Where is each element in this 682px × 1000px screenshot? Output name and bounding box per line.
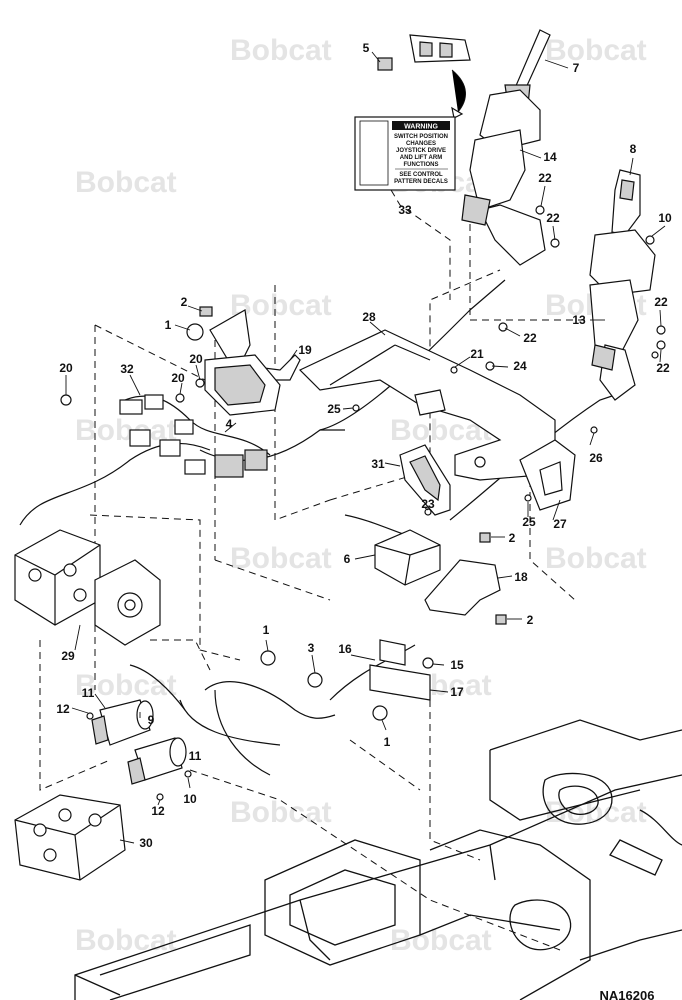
dashed-assembly-lines	[39, 179, 590, 951]
machine-frame	[74, 719, 682, 1000]
callout-11: 11	[82, 686, 95, 700]
warning-line: SWITCH POSITION	[394, 134, 448, 140]
watermark: Bobcat	[75, 669, 177, 702]
control-module-31	[399, 444, 451, 516]
right-bracket	[519, 439, 576, 511]
callout-25: 25	[327, 402, 341, 416]
callout-19: 19	[298, 343, 312, 357]
valve-assembly-30	[14, 794, 126, 881]
callout-25: 25	[522, 515, 536, 529]
callout-11: 11	[189, 749, 202, 763]
warning-line: AND LIFT ARM	[400, 155, 442, 161]
connector-cluster	[119, 394, 268, 478]
watermark: Bobcat	[545, 542, 647, 575]
leader-lines	[65, 51, 666, 844]
callout-33: 33	[398, 203, 412, 217]
control-module-6	[374, 529, 441, 586]
callout-2: 2	[509, 531, 516, 545]
callout-22: 22	[523, 331, 537, 345]
callout-20: 20	[59, 361, 73, 375]
callout-15: 15	[450, 658, 464, 672]
callout-10: 10	[183, 792, 197, 806]
module-bracket	[204, 309, 301, 416]
solenoid-9	[91, 699, 154, 746]
callout-16: 16	[338, 642, 352, 656]
callout-8: 8	[630, 142, 637, 156]
warning-footer-line: PATTERN DECALS	[394, 179, 448, 185]
left-joystick	[461, 29, 551, 266]
callout-12: 12	[151, 804, 165, 818]
callout-3: 3	[308, 641, 315, 655]
callout-4: 4	[226, 417, 233, 431]
callout-12: 12	[56, 702, 70, 716]
callout-32: 32	[120, 362, 134, 376]
watermark: Bobcat	[390, 924, 492, 957]
solenoid-11	[127, 737, 187, 785]
warning-footer-line: SEE CONTROL	[399, 172, 443, 178]
watermark: Bobcat	[230, 289, 332, 322]
warning-line: CHANGES	[406, 141, 436, 147]
callout-20: 20	[189, 352, 203, 366]
switch-assembly	[377, 34, 471, 119]
watermark: Bobcat	[230, 542, 332, 575]
callout-31: 31	[371, 457, 385, 471]
callout-13: 13	[572, 313, 586, 327]
callout-30: 30	[139, 836, 153, 850]
watermark: Bobcat	[545, 34, 647, 67]
callout-2: 2	[181, 295, 188, 309]
callout-6: 6	[344, 552, 351, 566]
callout-9: 9	[148, 713, 155, 727]
callout-1: 1	[263, 623, 270, 637]
drawing-code-backdrop	[595, 986, 659, 1000]
valve-assembly-29	[14, 529, 161, 646]
callout-21: 21	[470, 347, 484, 361]
callout-10: 10	[658, 211, 672, 225]
mounting-bracket-18	[424, 559, 501, 616]
callout-1: 1	[165, 318, 172, 332]
callout-1: 1	[384, 735, 391, 749]
callout-18: 18	[514, 570, 528, 584]
watermark: Bobcat	[75, 166, 177, 199]
callout-22: 22	[546, 211, 560, 225]
callout-22: 22	[654, 295, 668, 309]
callout-23: 23	[421, 497, 435, 511]
warning-heading: WARNING	[404, 124, 438, 131]
callout-labels: 5 7 33 14 8 22 22 10 22 13 22 22 2 1 28 …	[56, 41, 672, 850]
warning-line: JOYSTICK DRIVE	[396, 148, 446, 154]
watermark: Bobcat	[75, 924, 177, 957]
drawing-code: NA16206	[600, 988, 655, 1000]
callout-20: 20	[171, 371, 185, 385]
right-joystick	[589, 169, 656, 401]
control-mount-plate	[298, 329, 556, 481]
callout-28: 28	[362, 310, 376, 324]
callout-27: 27	[553, 517, 567, 531]
warning-line: FUNCTIONS	[404, 162, 439, 168]
callout-17: 17	[450, 685, 464, 699]
callout-22: 22	[538, 171, 552, 185]
callout-24: 24	[513, 359, 527, 373]
callout-22: 22	[656, 361, 670, 375]
callout-14: 14	[543, 150, 557, 164]
callout-29: 29	[61, 649, 75, 663]
warning-decal: WARNING SWITCH POSITION CHANGES JOYSTICK…	[354, 116, 456, 191]
callout-26: 26	[589, 451, 603, 465]
callout-5: 5	[363, 41, 370, 55]
watermark: Bobcat	[230, 34, 332, 67]
callout-7: 7	[573, 61, 580, 75]
callout-2: 2	[527, 613, 534, 627]
